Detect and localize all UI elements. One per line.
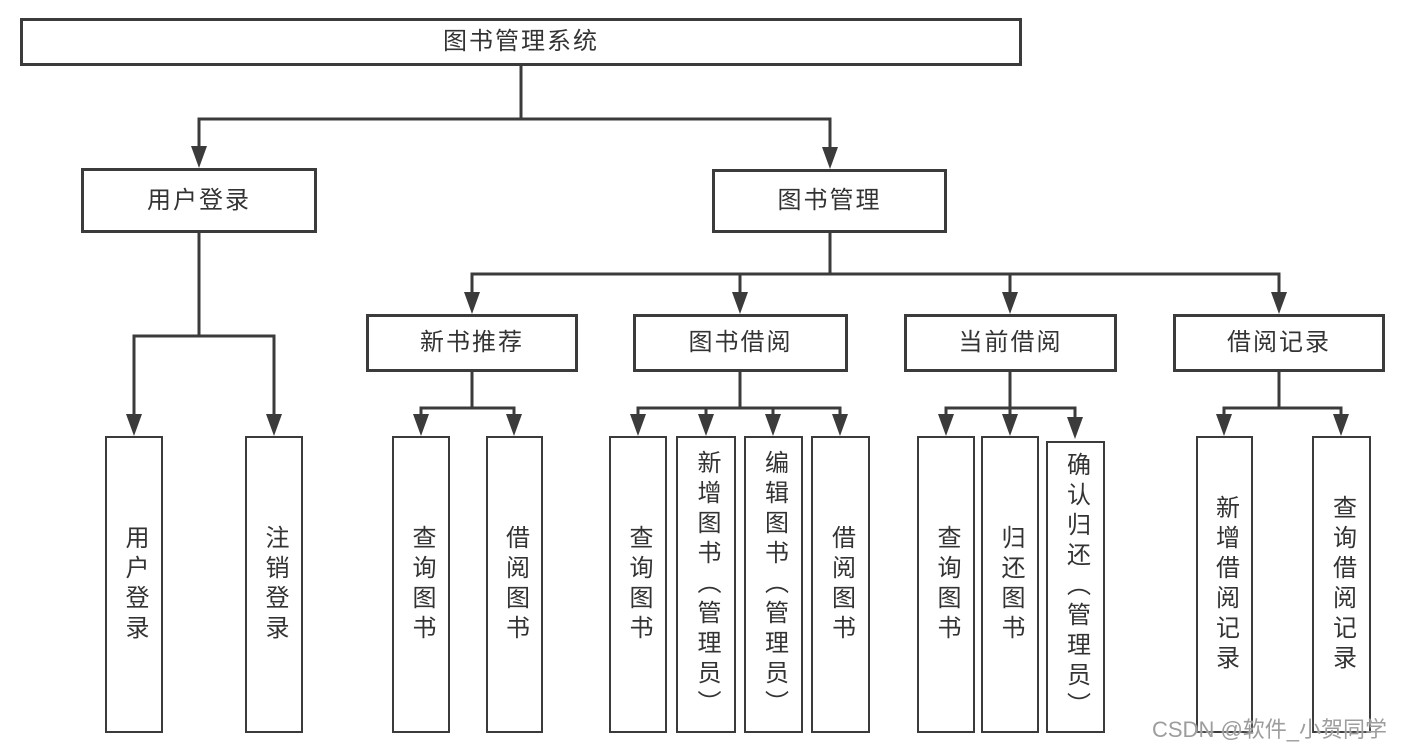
node-cb-return-books: 归还图书 — [981, 436, 1039, 733]
node-cb-confirm-return-admin-label: 确认归还（管理员） — [1062, 452, 1090, 722]
node-br-add-record-label: 新增借阅记录 — [1211, 494, 1239, 675]
node-book-borrowing: 图书借阅 — [633, 314, 848, 372]
edge-book-management — [470, 233, 1281, 292]
node-current-borrowing-label: 当前借阅 — [958, 329, 1063, 356]
node-br-query-record: 查询借阅记录 — [1312, 436, 1371, 733]
node-cb-confirm-return-admin: 确认归还（管理员） — [1046, 441, 1105, 733]
node-borrowing-records: 借阅记录 — [1173, 314, 1385, 372]
node-bb-borrow-books-label: 借阅图书 — [827, 524, 855, 645]
node-bb-add-books-admin-label: 新增图书（管理员） — [693, 449, 720, 720]
node-logout-label: 注销登录 — [261, 524, 288, 645]
node-bb-edit-books-admin: 编辑图书（管理员） — [744, 436, 803, 733]
node-borrowing-records-label: 借阅记录 — [1227, 329, 1331, 356]
node-cb-return-books-label: 归还图书 — [997, 524, 1024, 645]
edge-root — [197, 66, 832, 147]
node-nbr-borrow-books: 借阅图书 — [486, 436, 543, 733]
edge-current-borrowing — [944, 372, 1077, 418]
node-nbr-borrow-books-label: 借阅图书 — [501, 524, 529, 645]
node-new-book-recommendation-label: 新书推荐 — [420, 329, 524, 356]
node-nbr-query-books-label: 查询图书 — [408, 524, 435, 645]
node-book-management-label: 图书管理 — [777, 187, 882, 214]
edge-user-login — [132, 233, 276, 414]
node-login: 用户登录 — [105, 436, 163, 733]
node-user-login: 用户登录 — [81, 168, 317, 233]
node-cb-query-books: 查询图书 — [917, 436, 975, 733]
node-book-borrowing-label: 图书借阅 — [688, 329, 793, 356]
node-user-login-label: 用户登录 — [147, 186, 251, 214]
edge-new-book-recommendation — [419, 372, 516, 415]
node-bb-query-books-label: 查询图书 — [625, 524, 652, 645]
node-br-query-record-label: 查询借阅记录 — [1328, 494, 1356, 675]
node-nbr-query-books: 查询图书 — [392, 436, 450, 733]
node-logout: 注销登录 — [245, 436, 303, 733]
node-bb-borrow-books: 借阅图书 — [811, 436, 870, 733]
node-bb-edit-books-admin-label: 编辑图书（管理员） — [760, 449, 788, 720]
node-bb-query-books: 查询图书 — [609, 436, 667, 733]
edge-borrowing-records — [1222, 372, 1343, 415]
arrowheads — [126, 146, 1349, 439]
node-new-book-recommendation: 新书推荐 — [366, 314, 578, 372]
node-cb-query-books-label: 查询图书 — [933, 524, 960, 645]
node-login-label: 用户登录 — [121, 524, 148, 645]
node-root-label: 图书管理系统 — [443, 28, 599, 55]
node-bb-add-books-admin: 新增图书（管理员） — [676, 436, 736, 733]
node-root: 图书管理系统 — [20, 18, 1022, 66]
node-br-add-record: 新增借阅记录 — [1196, 436, 1253, 733]
node-book-management: 图书管理 — [712, 169, 947, 233]
edge-book-borrowing — [636, 372, 842, 415]
watermark: CSDN @软件_小贺同学 — [1152, 717, 1388, 742]
node-current-borrowing: 当前借阅 — [904, 314, 1117, 372]
